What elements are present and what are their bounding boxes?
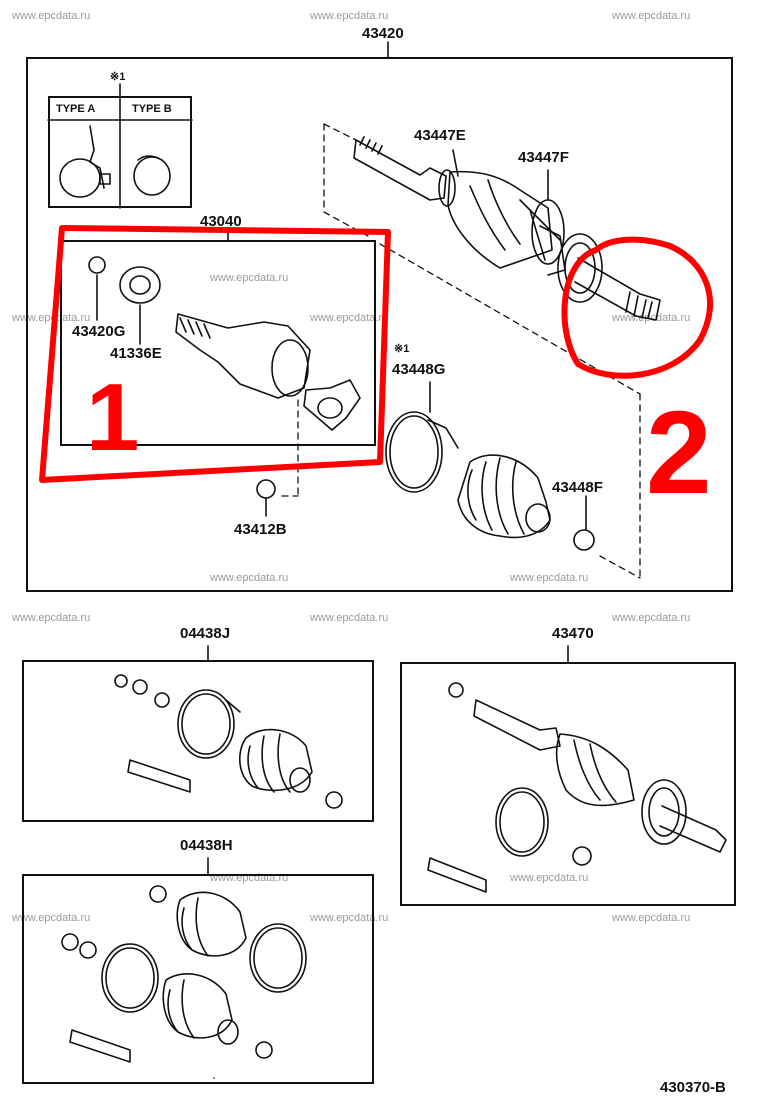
watermark: www.epcdata.ru xyxy=(12,912,91,924)
part-label-43448f: 43448F xyxy=(552,479,603,496)
clamp-type-a-label: TYPE A xyxy=(56,103,96,115)
watermark: www.epcdata.ru xyxy=(510,872,589,884)
watermark: www.epcdata.ru xyxy=(12,612,91,624)
assembly-43470-number: 43470 xyxy=(552,625,594,642)
watermark: www.epcdata.ru xyxy=(12,312,91,324)
assembly-number: 43420 xyxy=(362,25,404,42)
watermark: www.epcdata.ru xyxy=(612,10,691,22)
diagram-code: 430370-B xyxy=(660,1079,726,1096)
note-mark: ※1 xyxy=(110,71,126,83)
part-label-43447e: 43447E xyxy=(414,127,466,144)
kit-j-number: 04438J xyxy=(180,625,231,642)
watermark: www.epcdata.ru xyxy=(310,10,389,22)
part-label-43412b: 43412B xyxy=(234,521,287,538)
part-label-43420g: 43420G xyxy=(72,323,126,340)
inner-joint-box xyxy=(60,240,376,446)
red-highlights xyxy=(39,225,713,483)
watermark: www.epcdata.ru xyxy=(612,312,691,324)
annotation-mark-2: 2 xyxy=(646,387,712,519)
watermark: www.epcdata.ru xyxy=(612,912,691,924)
kit-h-box xyxy=(22,874,374,1084)
watermark: www.epcdata.ru xyxy=(210,272,289,284)
watermark: www.epcdata.ru xyxy=(12,10,91,22)
watermark: www.epcdata.ru xyxy=(310,312,389,324)
kit-j-box xyxy=(22,660,374,822)
part-label-41336e: 41336E xyxy=(110,345,162,362)
watermark: www.epcdata.ru xyxy=(612,612,691,624)
part-label-43447f: 43447F xyxy=(518,149,569,166)
main-assembly-box xyxy=(26,57,733,592)
annotation-mark-1: 1 xyxy=(86,364,140,471)
clamp-type-b-label: TYPE B xyxy=(132,103,172,115)
watermark: www.epcdata.ru xyxy=(510,572,589,584)
part-label-43448g: 43448G xyxy=(392,361,446,378)
kit-h-number: 04438H xyxy=(180,837,233,854)
outer-shaft-drawing xyxy=(353,136,661,321)
watermark: www.epcdata.ru xyxy=(310,612,389,624)
watermark: www.epcdata.ru xyxy=(310,912,389,924)
boot-kit-note-mark: ※1 xyxy=(394,343,410,355)
part-label-43040: 43040 xyxy=(200,213,242,230)
watermark: www.epcdata.ru xyxy=(210,572,289,584)
